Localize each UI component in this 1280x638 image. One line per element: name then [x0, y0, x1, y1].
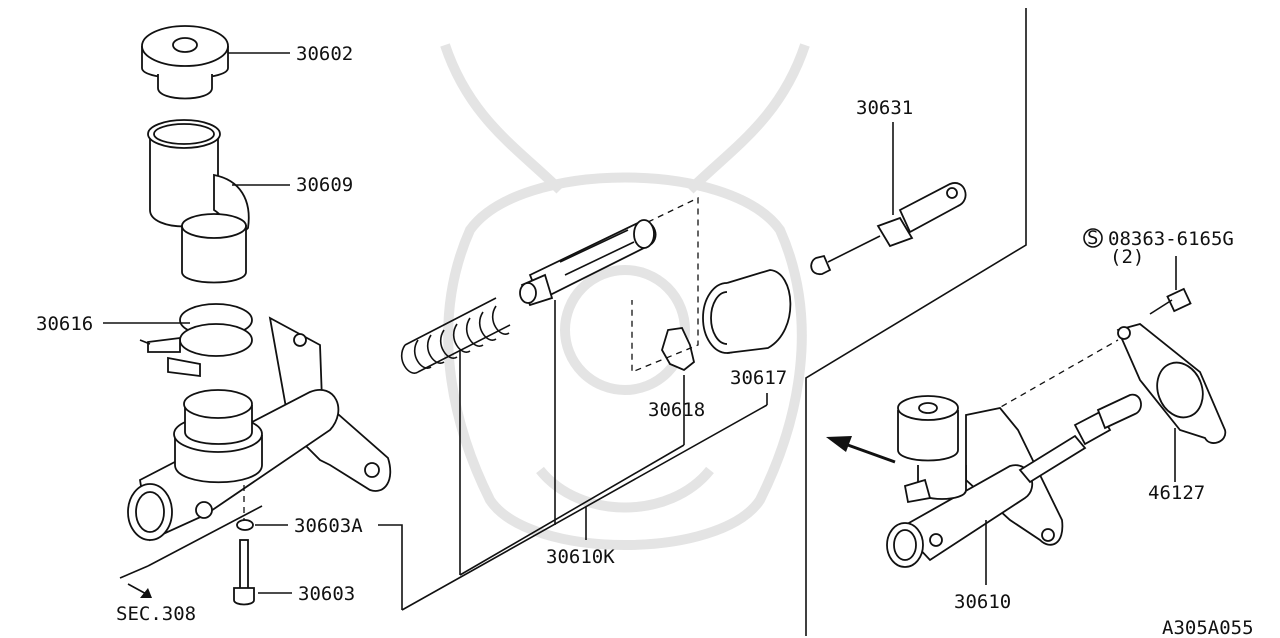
- master-cylinder-body: [127, 316, 392, 542]
- label-08363-6165g: 08363-6165G: [1108, 228, 1234, 250]
- push-rod-30631: [810, 182, 967, 275]
- piston-kit-bracket: [401, 300, 768, 611]
- watermark-emblem: [440, 43, 810, 550]
- bolt-label: S 08363-6165G (2): [1083, 227, 1234, 268]
- sec-arrow: [127, 583, 152, 598]
- label-46127: 46127: [1148, 482, 1205, 504]
- label-30631: 30631: [856, 97, 913, 119]
- label-30610k: 30610K: [546, 546, 615, 568]
- seal-30618: [631, 196, 699, 373]
- figure-code: A305A055: [1162, 617, 1254, 638]
- assembled-master-cylinder: [886, 393, 1142, 568]
- label-sec-308: SEC.308: [116, 603, 196, 625]
- label-30618: 30618: [648, 399, 705, 421]
- divider: [805, 8, 1027, 636]
- piston: [519, 219, 657, 307]
- label-30610: 30610: [954, 591, 1011, 613]
- reservoir-cap-30602: [141, 25, 229, 100]
- reservoir-30609: [147, 119, 250, 284]
- boot-30617: [702, 269, 792, 354]
- bolt-08363: [1149, 287, 1192, 315]
- label-30609: 30609: [296, 174, 353, 196]
- label-30603: 30603: [298, 583, 355, 605]
- label-30603a: 30603A: [294, 515, 363, 537]
- hose-clamp-30616: [139, 303, 253, 378]
- bolt-circle-symbol: S: [1087, 227, 1098, 249]
- gasket-46127: [1116, 323, 1227, 444]
- label-30616: 30616: [36, 313, 93, 335]
- direction-arrow: [826, 436, 896, 464]
- spring: [400, 297, 511, 374]
- label-30602: 30602: [296, 43, 353, 65]
- washer-30603a: [236, 519, 254, 531]
- label-qty-2: (2): [1110, 246, 1144, 268]
- label-30617: 30617: [730, 367, 787, 389]
- bolt-30603: [233, 539, 255, 606]
